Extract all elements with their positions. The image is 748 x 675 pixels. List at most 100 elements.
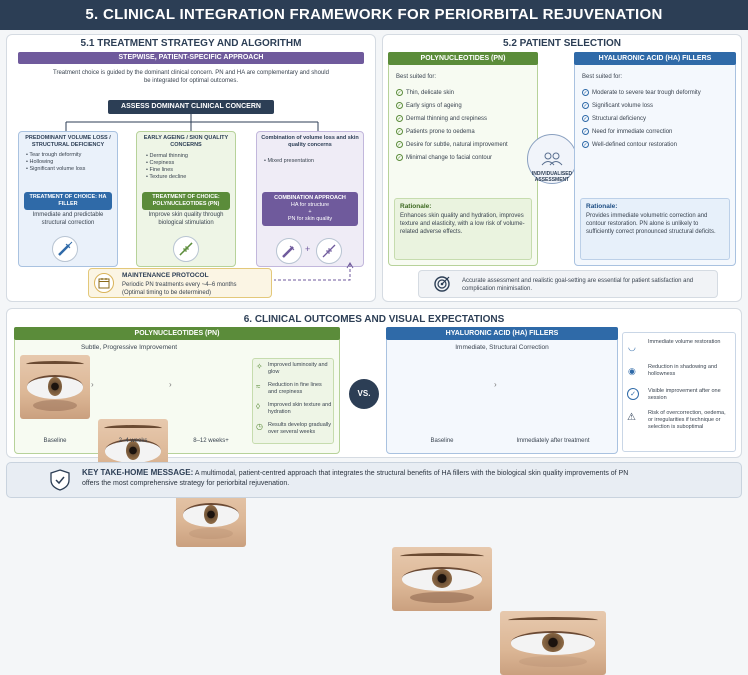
syringe-icon [276,238,302,264]
ha-outcomes-subtitle: Immediate, Structural Correction [455,344,549,351]
arrow-icon: › [169,380,172,389]
check-icon: ✓ [396,102,403,109]
bullet: Significant volume loss [26,166,114,173]
pn-benefit: Improved luminosity and glow [268,362,328,375]
ha-benefit: Risk of overcorrection, oedema, or irreg… [648,410,726,430]
combination-line: HA for structure [290,202,330,208]
ha-baseline-photo [392,547,492,611]
pn-benefits-box [252,358,334,444]
item-text: Thin, delicate skin [406,90,455,96]
check-icon: ✓ [582,102,589,109]
take-home-text: A multimodal, patient-centred approach t… [82,470,629,487]
rationale-text: Enhances skin quality and hydration, imp… [400,213,525,235]
maintenance-box [88,268,272,298]
item-text: Well-defined contour restoration [592,142,677,148]
list-item: ✓Need for immediate correction [582,128,732,136]
target-icon [432,274,452,294]
pn-rationale-box: Rationale: Enhances skin quality and hyd… [394,198,532,260]
photo-caption: 2–4 weeks [118,438,148,444]
list-item: ✓Minimal change to facial contour [396,154,520,162]
list-item: ✓Dermal thinning and crepiness [396,115,520,123]
arrow-icon: › [494,380,497,389]
list-item: ✓Moderate to severe tear trough deformit… [582,89,732,97]
item-text: Patients prone to oedema [406,129,475,135]
lines-icon: ≈ [256,382,261,391]
ha-best-suited: Best suited for: [582,74,623,80]
pn-benefit: Results develop gradually over several w… [268,422,331,435]
bullet: Mixed presentation [264,158,360,165]
list-item: ✓Thin, delicate skin [396,89,520,97]
ha-after-photo [500,611,606,675]
ha-rationale-box: Rationale: Provides immediate volumetric… [580,198,730,260]
check-icon: ✓ [396,154,403,161]
maintenance-line1: Periodic PN treatments every ~4–6 months [122,282,237,288]
list-item: ✓Patients prone to oedema [396,128,520,136]
combination-treatment: COMBINATION APPROACH HA for structure + … [262,192,358,226]
ha-benefits-box [622,332,736,452]
bullet: Crepiness [146,160,232,167]
check-icon: ✓ [582,115,589,122]
individualised-assessment-badge [527,134,577,184]
pn-benefit: Reduction in fine lines and crepiness [268,382,322,395]
skin-quality-bullets: Dermal thinning Crepiness Fine lines Tex… [146,153,232,181]
volume-loss-bullets: Tear trough deformity Hollowing Signific… [26,152,114,173]
clock-icon: ◷ [256,422,263,431]
pn-treatment-desc: Improve skin quality through biological … [148,212,224,226]
item-text: Dermal thinning and crepiness [406,116,488,122]
check-icon: ✓ [396,128,403,135]
ha-outcomes-card [386,327,618,454]
list-item: ✓Well-defined contour restoration [582,141,732,149]
list-item: ✓Significant volume loss [582,102,732,110]
stepwise-header: STEPWISE, PATIENT-SPECIFIC APPROACH [18,52,364,64]
section-6-title: 6. CLINICAL OUTCOMES AND VISUAL EXPECTAT… [243,314,505,325]
dna-icon [316,238,342,264]
item-text: Desire for subtle, natural improvement [406,142,508,148]
item-text: Early signs of ageing [406,103,462,109]
bullet: Hollowing [26,159,114,166]
pn-criteria-list: ✓Thin, delicate skin ✓Early signs of age… [396,89,520,167]
goal-setting-box [418,270,718,298]
maintenance-line2: (Optimal timing to be determined) [122,290,212,296]
ha-benefit: Reduction in shadowing and hollowness [648,364,718,377]
dna-icon [173,236,199,262]
take-home-label: KEY TAKE-HOME MESSAGE: [82,468,194,477]
section-5-1-title: 5.1 TREATMENT STRATEGY AND ALGORITHM [80,38,302,49]
list-item: ✓Desire for subtle, natural improvement [396,141,520,149]
page-title: 5. CLINICAL INTEGRATION FRAMEWORK FOR PE… [0,0,748,30]
take-home-box [6,462,742,498]
calendar-icon [94,273,114,293]
rationale-title: Rationale: [586,203,618,210]
ha-selection-header: HYALURONIC ACID (HA) FILLERS [574,52,736,65]
check-circle-icon: ✓ [627,388,639,400]
list-item: ✓Structural deficiency [582,115,732,123]
photo-caption: 8–12 weeks+ [193,438,229,444]
photo-caption: Baseline [430,438,454,444]
rationale-text: Provides immediate volumetric correction… [586,213,716,235]
check-icon: ✓ [396,89,403,96]
pn-benefit: Improved skin texture and hydration [268,402,332,415]
combination-label: COMBINATION APPROACH [274,195,346,201]
arrow-icon: › [91,380,94,389]
goal-setting-text: Accurate assessment and realistic goal-s… [462,278,694,292]
pn-treatment: TREATMENT OF CHOICE: POLYNUCLEOTIDES (PN… [142,192,230,210]
pn-best-suited: Best suited for: [396,74,437,80]
maintenance-connector [274,262,354,281]
eye-icon: ◉ [628,366,636,376]
skin-quality-title: EARLY AGEING / SKIN QUALITY CONCERNS [143,135,229,148]
volume-loss-title: PREDOMINANT VOLUME LOSS / STRUCTURAL DEF… [25,135,111,148]
versus-badge: VS. [349,379,379,409]
bullet: Tear trough deformity [26,152,114,159]
strategy-intro: Treatment choice is guided by the domina… [53,70,329,84]
rationale-title: Rationale: [400,203,432,210]
combination-bullets: Mixed presentation [264,158,360,165]
ha-criteria-list: ✓Moderate to severe tear trough deformit… [582,89,732,154]
contour-icon: ◡ [628,342,636,352]
pn-selection-header: POLYNUCLEOTIDES (PN) [388,52,538,65]
syringe-icon [52,236,78,262]
item-text: Minimal change to facial contour [406,155,493,161]
ha-treatment-desc: Immediate and predictable structural cor… [32,212,104,226]
pn-outcomes-subtitle: Subtle, Progressive Improvement [80,344,178,351]
bullet: Texture decline [146,174,232,181]
check-icon: ✓ [582,128,589,135]
bullet: Dermal thinning [146,153,232,160]
